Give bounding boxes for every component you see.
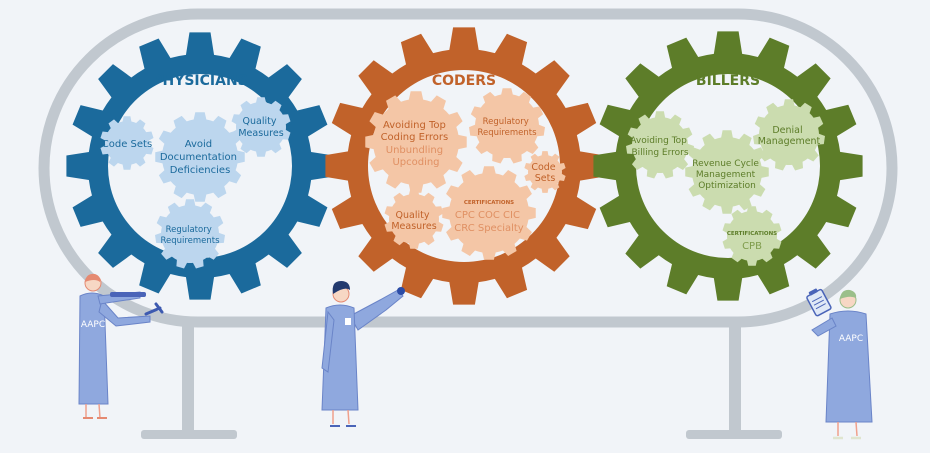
billers-certifications-gear xyxy=(722,206,782,266)
center-figure-left-arm xyxy=(321,310,335,373)
center-figure-hand xyxy=(397,287,405,295)
frame xyxy=(38,8,898,439)
coders-certifications-label: CERTIFICATIONS xyxy=(464,200,514,206)
center-figure xyxy=(321,281,405,427)
coders-quality-label: Quality Measures xyxy=(391,210,436,232)
billers-revenue-gear xyxy=(685,130,769,214)
clipboard-icon xyxy=(806,288,832,317)
physicians-quality-label: Quality Measures xyxy=(238,116,283,139)
right-figure-arm xyxy=(811,317,837,337)
billers-certifications-list: CPB xyxy=(742,241,762,252)
left-figure-tool xyxy=(110,292,146,297)
left-figure-badge: AAPC xyxy=(81,320,105,330)
right-figure: AAPC xyxy=(806,288,873,440)
physicians-regulatory-label: Regulatory Requirements xyxy=(160,225,220,246)
physicians-title: PHYSICIANS xyxy=(152,73,248,89)
right-support-foot xyxy=(686,430,782,439)
coders-certifications-gear xyxy=(442,166,536,260)
left-figure-hair xyxy=(85,273,101,282)
left-support-foot xyxy=(141,430,237,439)
coders-regulatory-label: Regulatory Requirements xyxy=(477,117,537,138)
left-figure-coat xyxy=(78,292,109,405)
frame-track xyxy=(38,8,898,328)
billers-gear xyxy=(593,31,863,301)
center-figure-arm xyxy=(349,289,404,331)
physicians-quality-gear xyxy=(231,97,291,157)
billers-denial-label: Denial Management xyxy=(758,125,821,147)
coders-code-sets-gear xyxy=(524,151,566,193)
center-figure-legs xyxy=(332,409,350,425)
right-figure-hair xyxy=(840,289,857,299)
physicians-code-sets-gear xyxy=(100,116,154,170)
left-figure-arm xyxy=(98,298,151,327)
physicians-avoid-gear xyxy=(155,112,245,202)
billers-avoiding-gear xyxy=(626,111,694,179)
left-figure: AAPC xyxy=(78,273,164,419)
left-figure-legs xyxy=(85,403,101,419)
coders-avoiding-label: Avoiding Top Coding Errors Unbundling Up… xyxy=(381,120,452,168)
right-figure-legs xyxy=(837,421,858,437)
coders-avoiding-gear xyxy=(365,91,467,193)
coders-group: CODERS Avoiding Top Coding Errors Unbund… xyxy=(325,27,603,305)
billers-denial-gear xyxy=(753,99,825,171)
right-support-post xyxy=(729,322,741,432)
billers-certifications-label: CERTIFICATIONS xyxy=(727,231,777,237)
billers-group: BILLERS Avoiding Top Billing Errors Deni… xyxy=(593,31,863,301)
coders-quality-gear xyxy=(384,189,444,249)
right-figure-badge: AAPC xyxy=(839,334,863,344)
wrench-icon xyxy=(144,302,164,316)
center-figure-hair xyxy=(332,281,350,294)
billers-title: BILLERS xyxy=(696,73,760,89)
coders-certifications-list: CPC COC CIC CRC Specialty xyxy=(454,210,524,234)
physicians-gear xyxy=(66,32,334,300)
center-figure-badge xyxy=(345,318,351,325)
right-figure-coat xyxy=(825,310,873,423)
physicians-code-sets-label: Code Sets xyxy=(102,139,152,150)
billers-avoiding-label: Avoiding Top Billing Errors xyxy=(630,136,690,158)
coders-title: CODERS xyxy=(432,73,496,89)
billers-revenue-label: Revenue Cycle Management Optimization xyxy=(692,159,762,191)
coders-regulatory-gear xyxy=(469,88,545,164)
coders-code-sets-label: Code Sets xyxy=(531,162,558,184)
physicians-regulatory-gear xyxy=(155,199,225,269)
left-support-post xyxy=(182,322,194,432)
physicians-avoid-label: Avoid Documentation Deficiencies xyxy=(160,139,240,176)
physicians-group: PHYSICIANS Avoid Documentation Deficienc… xyxy=(66,32,334,300)
